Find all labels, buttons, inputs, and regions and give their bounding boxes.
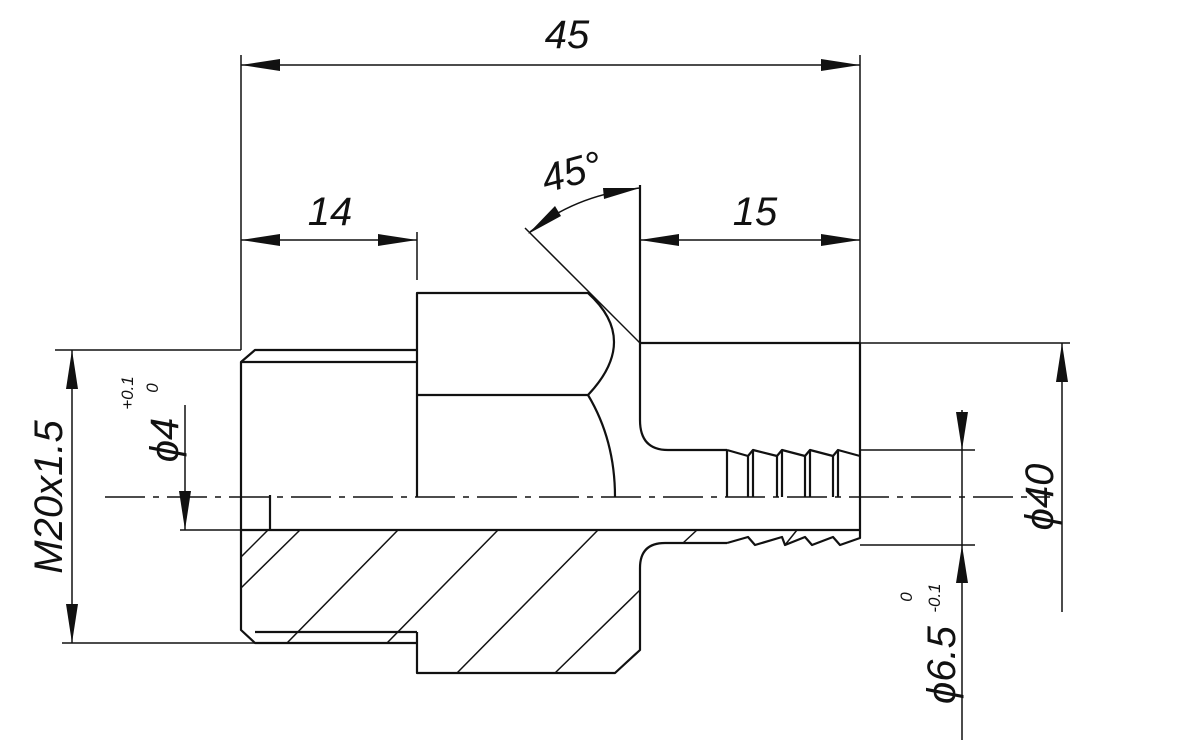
dim-text-15: 15 xyxy=(733,190,778,234)
dim-text-thread: M20x1.5 xyxy=(27,420,71,574)
dim-bore: ϕ4 +0.1 0 xyxy=(118,376,241,531)
dim-barb: ϕ6.5 0 -0.1 xyxy=(860,410,975,740)
dim-text-14: 14 xyxy=(308,190,353,234)
dim-left-length: 14 xyxy=(241,190,418,280)
dim-text-barb: ϕ6.5 xyxy=(920,625,964,704)
tol-bore-lower: 0 xyxy=(143,383,162,393)
section-hatching xyxy=(240,529,798,674)
part-outline xyxy=(239,185,862,675)
dim-text-outer: ϕ40 xyxy=(1018,464,1062,531)
tol-bore-upper: +0.1 xyxy=(118,376,137,410)
dim-angle: 45° xyxy=(524,143,641,344)
dim-overall-length: 45 xyxy=(240,13,861,350)
dim-text-angle: 45° xyxy=(537,143,607,201)
tol-barb-upper: 0 xyxy=(897,592,916,602)
dim-right-length: 15 xyxy=(640,190,860,246)
dim-thread: M20x1.5 xyxy=(27,349,255,644)
dim-text-45: 45 xyxy=(545,13,590,57)
dim-text-bore: ϕ4 xyxy=(143,418,187,463)
tol-barb-lower: -0.1 xyxy=(925,583,944,612)
dim-outer: ϕ40 xyxy=(860,342,1070,612)
